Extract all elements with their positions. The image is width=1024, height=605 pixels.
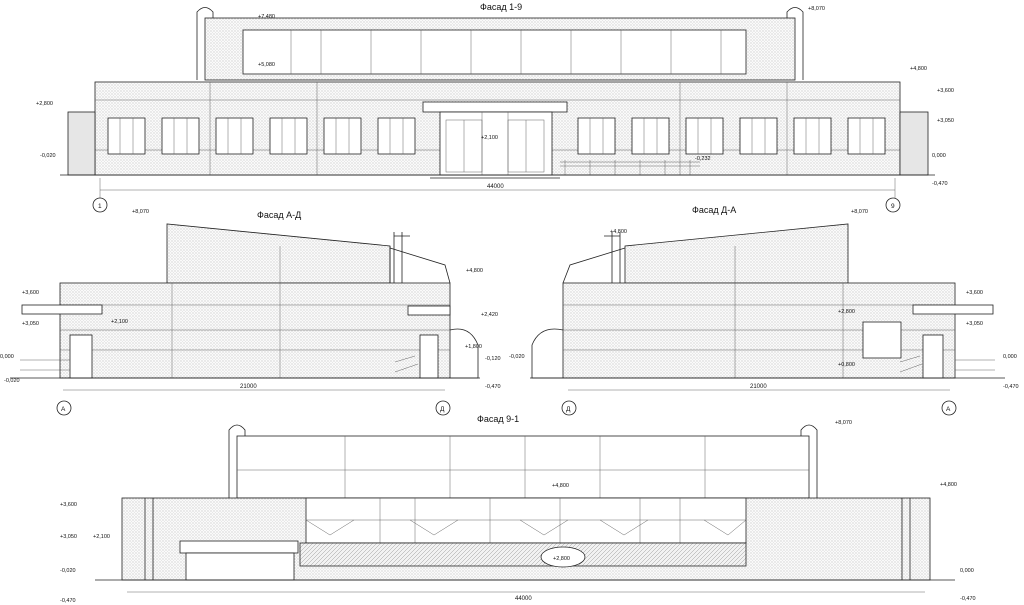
ladder-right bbox=[786, 7, 804, 80]
svg-text:+1,800: +1,800 bbox=[465, 344, 482, 350]
d-a-ladder bbox=[604, 232, 621, 283]
svg-text:+2,800: +2,800 bbox=[838, 309, 855, 315]
axis-1: 1 bbox=[98, 203, 102, 210]
svg-text:0,000: 0,000 bbox=[960, 568, 974, 574]
svg-text:+2,100: +2,100 bbox=[93, 534, 110, 540]
facade-9-1-span: 44000 bbox=[515, 596, 532, 602]
svg-text:-0,470: -0,470 bbox=[1003, 384, 1019, 390]
axis-9: 9 bbox=[891, 203, 895, 210]
svg-text:+8,070: +8,070 bbox=[835, 420, 852, 426]
svg-text:-0,470: -0,470 bbox=[960, 596, 976, 602]
svg-text:+7,480: +7,480 bbox=[258, 14, 275, 20]
elevation-marks-d-a: +8,070 +4,800 +3,600 +2,800 +3,050 -0,02… bbox=[509, 209, 1019, 390]
svg-text:+8,070: +8,070 bbox=[851, 209, 868, 215]
ramp-railing bbox=[560, 160, 700, 175]
svg-text:+3,050: +3,050 bbox=[966, 321, 983, 327]
svg-text:+3,050: +3,050 bbox=[22, 321, 39, 327]
entrance-canopy bbox=[422, 101, 568, 113]
facade-9-1: Фасад 9-1 44000 +8,070 +4,800 bbox=[60, 414, 976, 604]
svg-text:+0,800: +0,800 bbox=[838, 362, 855, 368]
a-d-upper-volume bbox=[166, 223, 391, 284]
svg-text:0,000: 0,000 bbox=[932, 153, 946, 159]
svg-text:+4,800: +4,800 bbox=[940, 482, 957, 488]
svg-text:+2,800: +2,800 bbox=[553, 556, 570, 562]
svg-text:+5,080: +5,080 bbox=[258, 62, 275, 68]
facade-d-a-span: 21000 bbox=[750, 384, 767, 390]
svg-text:-0,232: -0,232 bbox=[695, 156, 711, 162]
svg-text:А: А bbox=[946, 406, 951, 413]
a-d-main-block bbox=[59, 282, 451, 379]
9-1-glazing bbox=[305, 497, 747, 544]
elevation-marks-9-1: +8,070 +4,800 +3,600 +4,800 +3,050 +2,10… bbox=[60, 420, 976, 604]
svg-text:Д: Д bbox=[566, 406, 571, 413]
elevation-marks-a-d: +8,070 +4,800 +3,600 +3,050 +2,100 +2,42… bbox=[0, 209, 501, 390]
facade-d-a-title: Фасад Д-А bbox=[692, 205, 736, 215]
facade-1-9-title: Фасад 1-9 bbox=[480, 2, 522, 12]
svg-text:+4,800: +4,800 bbox=[910, 66, 927, 72]
left-annex bbox=[67, 111, 96, 176]
a-d-ladder bbox=[393, 232, 410, 283]
svg-text:-0,470: -0,470 bbox=[60, 598, 76, 604]
facade-a-d: Фасад А-Д 21000 А Д +8,070 +4,800 +3,600… bbox=[0, 209, 501, 416]
facade-1-9-span: 44000 bbox=[487, 184, 504, 190]
facade-a-d-title: Фасад А-Д bbox=[257, 210, 301, 220]
svg-text:+3,050: +3,050 bbox=[937, 118, 954, 124]
facade-a-d-span: 21000 bbox=[240, 384, 257, 390]
svg-text:-0,020: -0,020 bbox=[40, 153, 56, 159]
9-1-upper-volume bbox=[236, 435, 810, 499]
svg-text:+4,800: +4,800 bbox=[552, 483, 569, 489]
svg-text:+8,070: +8,070 bbox=[808, 6, 825, 12]
svg-text:+3,600: +3,600 bbox=[60, 502, 77, 508]
9-1-lower-band bbox=[299, 542, 747, 567]
9-1-ladders bbox=[144, 498, 911, 580]
svg-text:-0,470: -0,470 bbox=[485, 384, 501, 390]
clerestory-band bbox=[242, 29, 747, 75]
svg-text:+4,800: +4,800 bbox=[466, 268, 483, 274]
svg-text:+2,100: +2,100 bbox=[481, 135, 498, 141]
svg-text:+2,100: +2,100 bbox=[111, 319, 128, 325]
svg-text:+2,420: +2,420 bbox=[481, 312, 498, 318]
svg-text:0,000: 0,000 bbox=[0, 354, 14, 360]
svg-text:+8,070: +8,070 bbox=[132, 209, 149, 215]
facade-9-1-title: Фасад 9-1 bbox=[477, 414, 519, 424]
svg-text:А: А bbox=[61, 406, 66, 413]
windows-row bbox=[107, 117, 886, 155]
svg-text:-0,020: -0,020 bbox=[60, 568, 76, 574]
svg-text:+4,800: +4,800 bbox=[610, 229, 627, 235]
d-a-upper-volume bbox=[624, 223, 849, 284]
svg-text:+3,600: +3,600 bbox=[937, 88, 954, 94]
right-annex bbox=[899, 111, 929, 176]
entrance-doors bbox=[439, 111, 553, 176]
facade-1-9: Фасад 1-9 bbox=[36, 2, 954, 213]
svg-text:+3,050: +3,050 bbox=[60, 534, 77, 540]
svg-text:-0,020: -0,020 bbox=[509, 354, 525, 360]
svg-text:+3,600: +3,600 bbox=[22, 290, 39, 296]
svg-text:-0,120: -0,120 bbox=[485, 356, 501, 362]
ladder-left bbox=[196, 7, 214, 80]
svg-text:-0,020: -0,020 bbox=[4, 378, 20, 384]
9-1-cloud-note bbox=[540, 546, 586, 568]
svg-text:-0,470: -0,470 bbox=[932, 181, 948, 187]
9-1-ladder-right bbox=[800, 424, 818, 498]
svg-text:0,000: 0,000 bbox=[1003, 354, 1017, 360]
facade-d-a: Фасад Д-А 21000 Д А +8,070 +4,800 +3,600… bbox=[509, 205, 1019, 416]
9-1-ladder-left bbox=[228, 424, 246, 498]
svg-text:Д: Д bbox=[440, 406, 445, 413]
elevation-marks-1-9: +7,480 +8,070 +5,080 +4,800 +2,800 +3,60… bbox=[36, 6, 954, 187]
svg-text:+3,600: +3,600 bbox=[966, 290, 983, 296]
svg-text:+2,800: +2,800 bbox=[36, 101, 53, 107]
